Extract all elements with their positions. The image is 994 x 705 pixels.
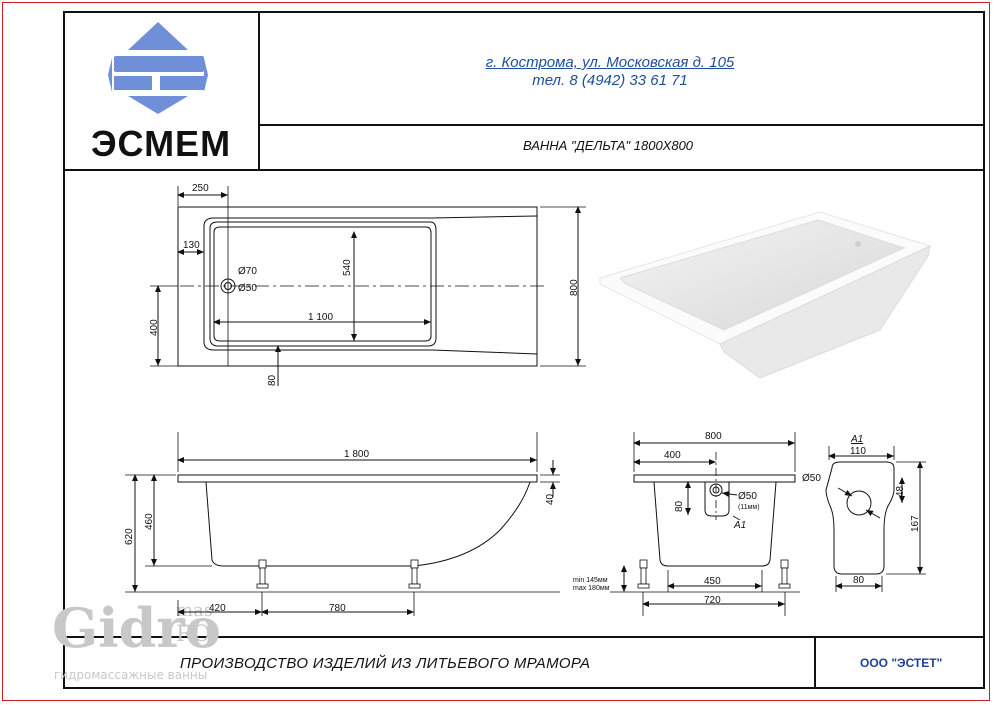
plan-dim-540: 540 [342, 259, 353, 276]
footer-top-line [63, 636, 985, 638]
side-dim-1800: 1 800 [344, 449, 369, 460]
end-dim-d50: Ø50 [738, 491, 757, 502]
end-dim-800: 800 [705, 431, 722, 442]
detail-dim-110: 110 [850, 446, 866, 457]
side-dim-40: 40 [545, 493, 556, 505]
phone-text: тел. 8 (4942) 33 61 71 [532, 72, 688, 89]
side-dim-780: 780 [329, 603, 346, 614]
logo-divider [258, 11, 260, 171]
plan-view [150, 186, 586, 386]
side-dim-460: 460 [144, 513, 155, 530]
side-dim-420: 420 [209, 603, 226, 614]
detail-dim-80: 80 [853, 575, 865, 586]
end-dim-80: 80 [674, 500, 685, 512]
watermark-caption: гидромассажные ванны [54, 668, 208, 682]
bathtub-render [599, 211, 932, 379]
plan-dim-d70: Ø70 [238, 266, 257, 277]
end-view [610, 432, 800, 616]
footer-production: ПРОИЗВОДСТВО ИЗДЕЛИЙ ИЗ ЛИТЬЕВОГО МРАМОР… [180, 655, 591, 672]
side-dim-max: max 180мм [573, 585, 610, 592]
plan-dim-80: 80 [267, 374, 278, 386]
side-dim-620: 620 [124, 528, 135, 545]
plan-dim-800: 800 [569, 279, 580, 296]
detail-title: А1 [850, 434, 863, 445]
end-dim-11: (11мм) [738, 504, 760, 511]
end-dim-450: 450 [704, 576, 721, 587]
company-logo-mark [108, 20, 208, 116]
drawing-frame [63, 11, 985, 689]
header-bottom-line [63, 169, 985, 171]
watermark-sub: RO [176, 622, 211, 647]
end-dim-400: 400 [664, 450, 681, 461]
end-a1-label: А1 [733, 520, 746, 531]
plan-dim-130: 130 [183, 240, 200, 251]
watermark-logo: Gidro [52, 596, 221, 660]
header-divider [258, 124, 985, 126]
detail-dim-48: 48 [895, 485, 906, 497]
end-legs [637, 559, 791, 589]
plan-dim-1100: 1 100 [308, 312, 333, 323]
address-link[interactable]: г. Кострома, ул. Московская д. 105 [485, 54, 735, 71]
footer-divider [814, 636, 816, 689]
plan-dim-250: 250 [192, 183, 209, 194]
detail-dim-d50: Ø50 [802, 473, 821, 484]
footer-company: ООО "ЭСТЕТ" [860, 656, 943, 670]
company-logo-text: ЭСМЕМ [90, 123, 232, 164]
side-dim-min: min 145мм [573, 577, 608, 584]
end-dim-720: 720 [704, 595, 721, 606]
detail-dim-167: 167 [910, 515, 921, 532]
detail-a1 [825, 446, 926, 592]
plan-dim-400: 400 [149, 319, 160, 336]
plan-dim-d50: Ø50 [238, 283, 257, 294]
side-legs [256, 559, 421, 589]
side-view [125, 432, 627, 616]
product-title: ВАННА "ДЕЛЬТА" 1800Х800 [523, 138, 694, 153]
